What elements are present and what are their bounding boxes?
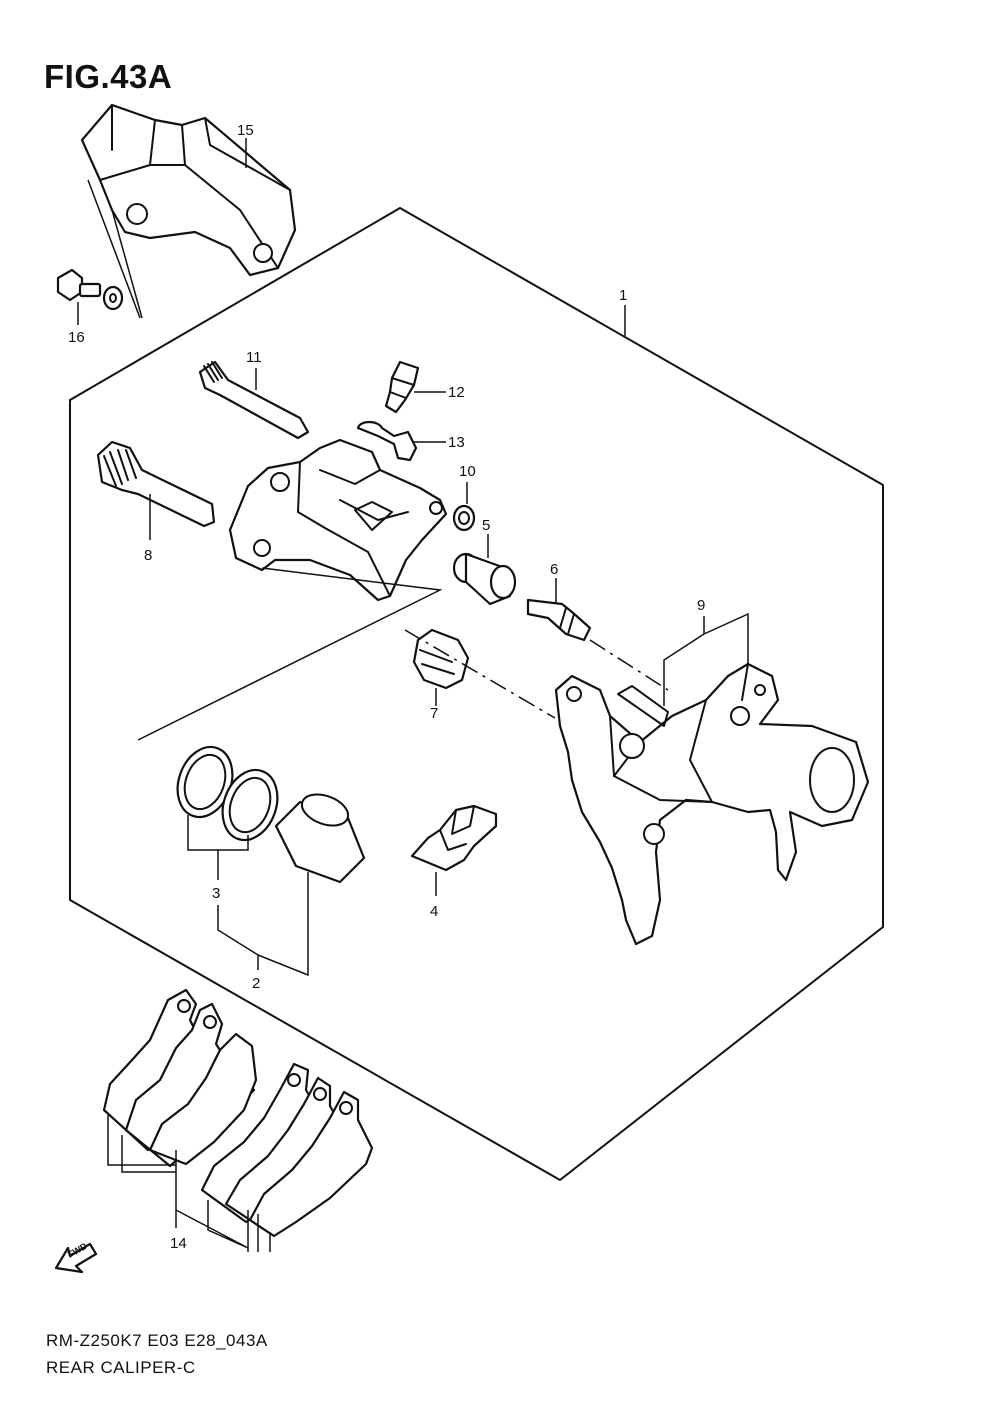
callout-5: 5 (482, 517, 490, 534)
leader-2 (217, 872, 309, 977)
leader-9 (663, 612, 749, 706)
slide-pin-large-part (96, 440, 216, 528)
model-code: RM-Z250K7 E03 E28_043A (46, 1331, 268, 1350)
callout-2: 2 (252, 975, 260, 992)
bracket-part (80, 103, 297, 277)
bracket-bolt-part (56, 268, 124, 311)
pin-bolt-part (526, 598, 592, 642)
callout-14: 14 (170, 1235, 187, 1252)
section-name: REAR CALIPER-C (46, 1358, 196, 1377)
piston-seals-part (176, 745, 279, 842)
pad-spring-part (410, 804, 498, 872)
boot-part (412, 628, 470, 690)
leader-14 (107, 1115, 271, 1252)
fwd-arrow-icon: FWD (54, 1241, 98, 1274)
callout-16: 16 (68, 329, 85, 346)
callout-12: 12 (448, 384, 465, 401)
assembly-boundary (69, 207, 884, 1181)
caliper-support-part (554, 662, 870, 946)
callout-4: 4 (430, 903, 438, 920)
caliper-guide-line (137, 567, 443, 741)
callout-3: 3 (212, 885, 220, 902)
leader-3 (187, 815, 249, 880)
slide-pin-upper-part (198, 360, 310, 440)
callout-11: 11 (246, 349, 262, 366)
callout-1: 1 (619, 287, 627, 304)
caliper-body-part (228, 438, 448, 602)
callout-6: 6 (550, 561, 558, 578)
sleeve-part (452, 552, 517, 606)
figure-title: FIG.43A (44, 58, 173, 95)
o-ring-small-part (452, 504, 476, 532)
bracket-guide-lines (87, 179, 143, 319)
bleeder-cap-part (356, 420, 418, 462)
brake-pads-part (102, 988, 374, 1238)
callout-15: 15 (237, 122, 254, 139)
axis-line (404, 629, 669, 719)
callout-13: 13 (448, 434, 465, 451)
callout-10: 10 (459, 463, 476, 480)
piston-part (274, 793, 366, 884)
callout-7: 7 (430, 705, 438, 722)
callout-9: 9 (697, 597, 705, 614)
callout-8: 8 (144, 547, 152, 564)
bleeder-valve-part (384, 360, 420, 414)
